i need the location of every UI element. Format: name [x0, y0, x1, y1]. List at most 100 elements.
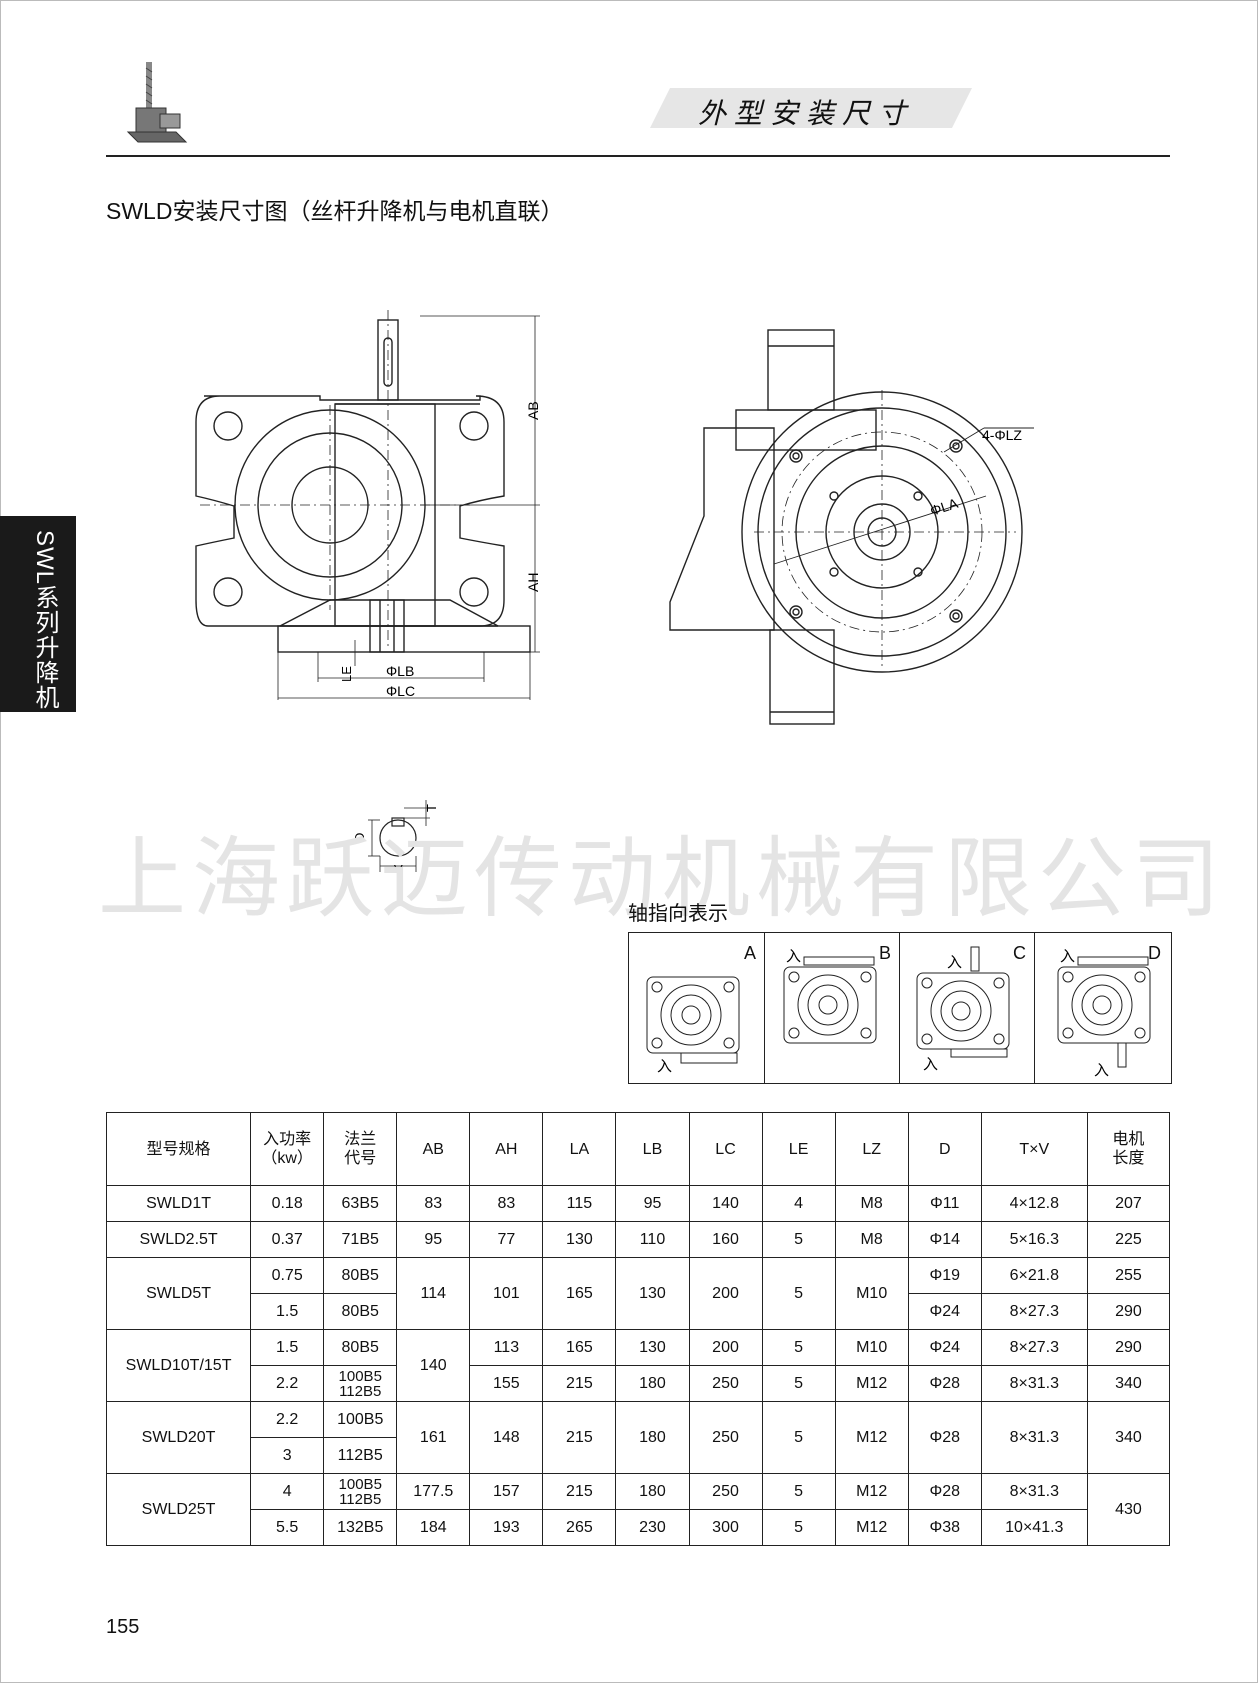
header-rule	[106, 155, 1170, 157]
cell-le: 5	[761, 1473, 836, 1510]
cell-lc: 250	[688, 1473, 763, 1510]
cell-le: 5	[761, 1221, 836, 1258]
cell-tv: 8×27.3	[980, 1329, 1088, 1366]
table-row: SWLD10T/15T 1.5 80B5 140 113 165 130 200…	[105, 1329, 1171, 1402]
table-row: 5.5 132B5 184 193 265 230 300 5 M12 Φ38 …	[107, 1509, 1170, 1546]
cell-ab: 83	[396, 1185, 471, 1222]
cell-power: 0.18	[250, 1185, 325, 1222]
cell-model: SWLD25T	[105, 1473, 252, 1546]
cell-model: SWLD2.5T	[105, 1221, 252, 1258]
cell-tv: 8×31.3	[980, 1473, 1088, 1510]
cell-power: 5.5	[250, 1509, 325, 1546]
cell-lb: 130	[615, 1257, 690, 1330]
cell-motor-length: 207	[1086, 1185, 1171, 1222]
cell-la: 115	[542, 1185, 617, 1222]
cell-le: 5	[761, 1257, 836, 1330]
cell-motor-length: 225	[1086, 1221, 1171, 1258]
dim-t: T	[424, 804, 439, 812]
cell-la: 265	[542, 1509, 617, 1546]
cell-ah: 157	[469, 1473, 544, 1510]
dim-lb: ΦLB	[386, 663, 414, 679]
cell-ah: 193	[469, 1509, 544, 1546]
cell-d: Φ24	[907, 1329, 982, 1366]
cell-d: Φ11	[907, 1185, 982, 1222]
table-header-row: 型号规格 入功率（kw） 法兰代号 AB AH LA LB LC LE LZ D…	[105, 1112, 1171, 1186]
cell-d: Φ14	[907, 1221, 982, 1258]
cell-le: 5	[761, 1401, 836, 1474]
cell-ab: 140	[396, 1329, 471, 1402]
cell-tv: 5×16.3	[980, 1221, 1088, 1258]
dim-la: ΦLA	[928, 495, 960, 519]
cell-motor-length: 290	[1086, 1329, 1171, 1366]
cell-lz: M10	[834, 1257, 909, 1330]
cell-lz: M12	[834, 1365, 909, 1402]
cell-motor-length: 340	[1086, 1401, 1171, 1474]
cell-lz: M12	[834, 1473, 909, 1510]
cell-lb: 130	[615, 1329, 690, 1366]
cell-motor-length: 430	[1086, 1473, 1171, 1546]
cell-power: 0.37	[250, 1221, 325, 1258]
cell-lz: M10	[834, 1329, 909, 1366]
table-row: SWLD2.5T 0.37 71B5 95 77 130 110 160 5 M…	[105, 1221, 1171, 1258]
cell-lb: 110	[615, 1221, 690, 1258]
header-le: LE	[761, 1112, 836, 1186]
cell-le: 5	[761, 1329, 836, 1366]
cell-flange: 112B5	[323, 1437, 398, 1474]
shaft-direction-panel: A 入 B 入 C	[628, 932, 1172, 1084]
cell-power: 4	[250, 1473, 325, 1510]
header-d: D	[907, 1112, 982, 1186]
direction-letter: A	[743, 943, 756, 963]
shaft-key-detail: D T V	[352, 800, 439, 876]
cell-ab: 114	[396, 1257, 471, 1330]
cell-lz: M12	[834, 1509, 909, 1546]
cell-flange: 71B5	[323, 1221, 398, 1258]
cell-ah: 77	[469, 1221, 544, 1258]
header-ah: AH	[469, 1112, 544, 1186]
cell-d: Φ28	[907, 1365, 982, 1402]
cell-le: 4	[761, 1185, 836, 1222]
cell-lc: 160	[688, 1221, 763, 1258]
input-label: 入	[1060, 948, 1075, 965]
direction-diagram-c: 入 入	[916, 946, 1010, 1073]
cell-motor-length: 340	[1086, 1365, 1171, 1402]
cell-power: 2.2	[250, 1365, 325, 1402]
cell-tv: 10×41.3	[980, 1509, 1088, 1546]
header-tv: T×V	[980, 1112, 1088, 1186]
shaft-direction-title: 轴指向表示	[628, 903, 728, 925]
header-ab: AB	[396, 1112, 471, 1186]
cell-model: SWLD1T	[105, 1185, 252, 1222]
cell-lb: 230	[615, 1509, 690, 1546]
input-label: 入	[923, 1056, 938, 1073]
cell-flange: 80B5	[323, 1293, 398, 1330]
dim-lc: ΦLC	[386, 683, 415, 699]
cell-d: Φ19	[907, 1257, 982, 1294]
direction-diagram-a: 入	[646, 976, 740, 1073]
cell-lc: 300	[688, 1509, 763, 1546]
direction-cell-a: A 入	[629, 933, 765, 1083]
cell-lc: 200	[688, 1257, 763, 1330]
cell-la: 165	[542, 1329, 617, 1366]
cell-lz: M8	[834, 1185, 909, 1222]
cell-flange: 100B5	[323, 1401, 398, 1438]
cell-lb: 180	[615, 1401, 690, 1474]
cell-tv: 6×21.8	[980, 1257, 1088, 1294]
cell-lb: 95	[615, 1185, 690, 1222]
cell-le: 5	[761, 1365, 836, 1402]
cell-d: Φ24	[907, 1293, 982, 1330]
spec-table: 型号规格 入功率（kw） 法兰代号 AB AH LA LB LC LE LZ D…	[105, 1112, 1171, 1546]
table-row: SWLD1T 0.18 63B5 83 83 115 95 140 4 M8 Φ…	[105, 1185, 1171, 1222]
cell-d: Φ28	[907, 1401, 982, 1474]
direction-diagram-b: 入	[783, 948, 877, 1044]
product-thumbnail	[126, 62, 188, 143]
cell-flange: 80B5	[323, 1257, 398, 1294]
header-lz: LZ	[834, 1112, 909, 1186]
cell-ah: 83	[469, 1185, 544, 1222]
cell-power: 1.5	[250, 1329, 325, 1366]
cell-flange: 80B5	[323, 1329, 398, 1366]
dim-ah: AH	[525, 573, 541, 592]
dim-v: V	[394, 862, 403, 876]
